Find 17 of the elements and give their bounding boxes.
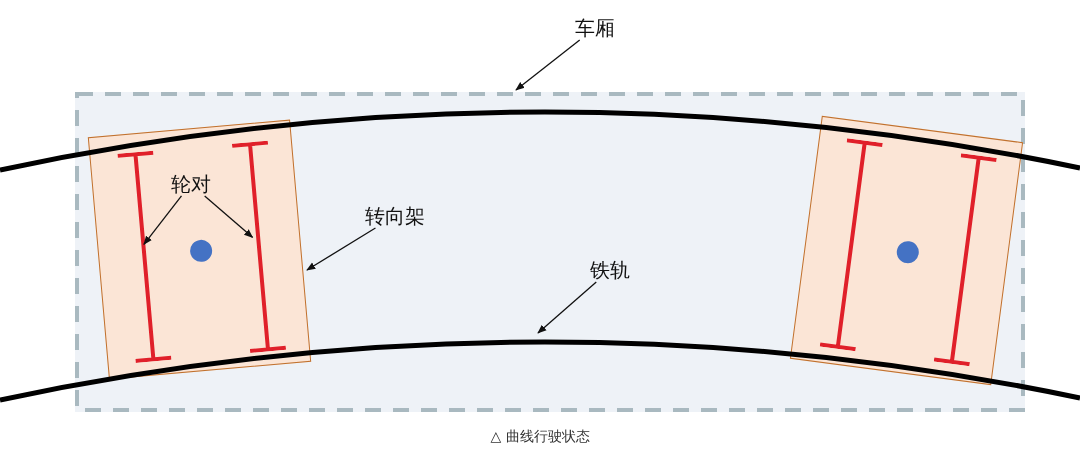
wheelset-bar	[819, 138, 883, 352]
rail	[0, 339, 1080, 403]
leader-line	[143, 195, 183, 246]
wheelset-bar	[933, 153, 997, 367]
label-text: 铁轨	[590, 260, 630, 280]
car-body-outline	[75, 92, 1025, 412]
label-text: 转向架	[365, 206, 425, 226]
leader-line	[204, 195, 254, 238]
label-text: 轮对	[170, 173, 211, 194]
wheelset-bar	[116, 150, 171, 363]
caption: △ 曲线行驶状态	[489, 428, 591, 446]
leader-line	[515, 39, 581, 91]
leader-line	[537, 281, 597, 334]
wheelset-bar	[231, 140, 286, 353]
rail	[0, 109, 1080, 173]
leader-line	[306, 227, 377, 271]
label-text: 车厢	[575, 18, 615, 38]
